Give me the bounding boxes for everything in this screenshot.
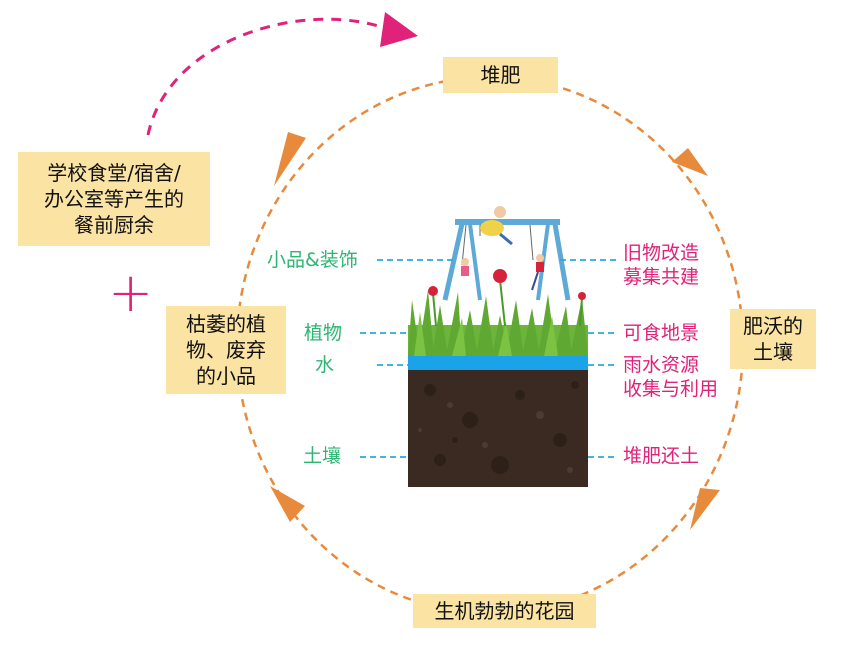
label-rainwater-line2: 收集与利用	[623, 378, 719, 400]
box-garden: 生机勃勃的花园	[413, 594, 596, 628]
label-plants: 植物	[304, 322, 343, 344]
label-upcycle-line2: 募集共建	[623, 266, 700, 288]
swing-set-icon	[442, 206, 571, 301]
box-garden-text: 生机勃勃的花园	[434, 599, 575, 623]
box-compost-text: 堆肥	[480, 63, 521, 87]
cycle-arrowhead-top-left	[274, 132, 306, 186]
box-fertile-soil-line1: 肥沃的	[743, 314, 803, 338]
box-kitchen-line2: 办公室等产生的	[44, 187, 184, 211]
box-withered-plants: 枯萎的植 物、废弃 的小品	[166, 306, 286, 394]
label-upcycle: 旧物改造 募集共建	[623, 241, 699, 289]
box-kitchen-line3: 餐前厨余	[74, 213, 154, 237]
box-kitchen-waste: 学校食堂/宿舍/ 办公室等产生的 餐前厨余	[18, 152, 210, 246]
label-upcycle-line1: 旧物改造	[623, 242, 700, 264]
water-layer	[408, 356, 588, 370]
label-decor: 小品&装饰	[267, 249, 358, 271]
box-compost: 堆肥	[443, 57, 558, 93]
cycle-arrowhead-bottom-left	[270, 486, 305, 522]
cycle-arrowhead-top-right	[672, 148, 708, 176]
input-arrow	[146, 17, 386, 136]
box-fertile-soil: 肥沃的 土壤	[730, 309, 816, 369]
label-edible-landscape: 可食地景	[623, 322, 700, 344]
box-fertile-soil-line2: 土壤	[753, 340, 793, 364]
label-compost-return: 堆肥还土	[623, 445, 700, 467]
plus-sign: +	[108, 261, 154, 324]
label-rainwater-line1: 雨水资源	[623, 354, 700, 376]
box-withered-line1: 枯萎的植	[186, 312, 266, 336]
box-withered-line3: 的小品	[196, 364, 256, 388]
box-withered-line2: 物、废弃	[186, 338, 266, 362]
label-water: 水	[315, 354, 335, 376]
flower-icon	[428, 269, 586, 327]
cycle-arrowhead-bottom-right	[690, 488, 720, 530]
box-kitchen-line1: 学校食堂/宿舍/	[47, 161, 181, 185]
input-arrowhead	[380, 12, 418, 47]
label-rainwater: 雨水资源 收集与利用	[623, 353, 718, 401]
label-soil: 土壤	[303, 445, 342, 467]
